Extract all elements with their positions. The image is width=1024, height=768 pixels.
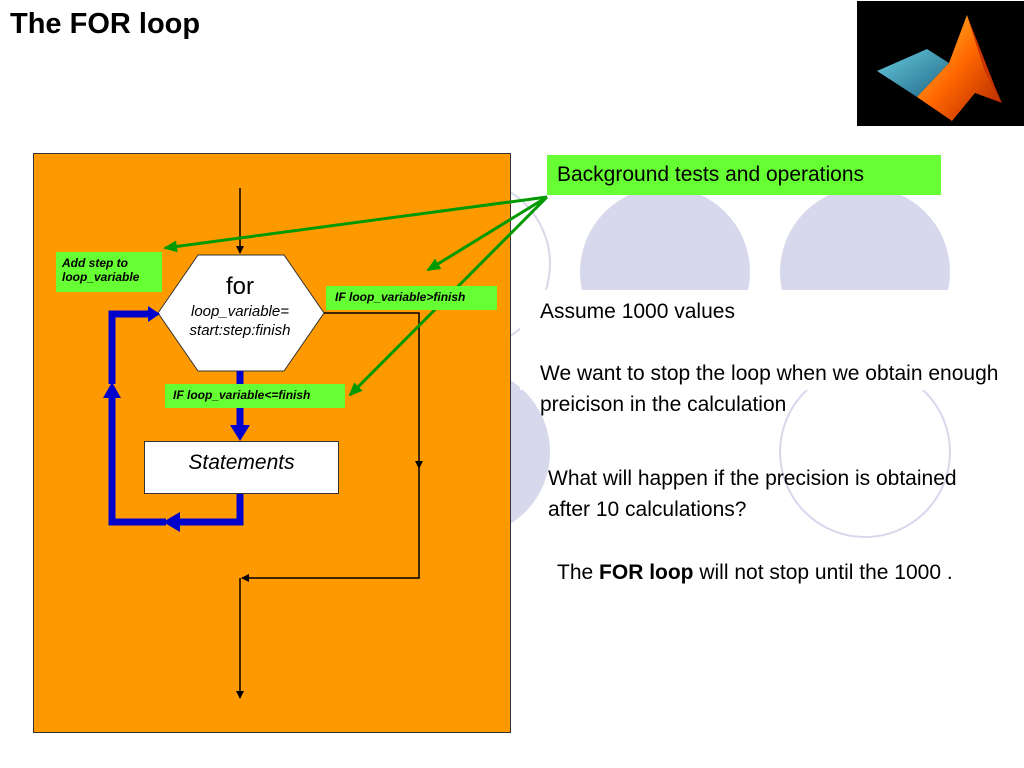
loop-path: [103, 306, 250, 532]
assume-text: Assume 1000 values: [540, 300, 735, 323]
for-range-line2: start:step:finish: [189, 322, 291, 339]
matlab-membrane-logo-icon: [877, 15, 1002, 121]
question-text: What will happen if the precision is obt…: [548, 467, 957, 521]
loop-bottom-segment: [178, 494, 244, 526]
callout-arrow-exit: [426, 195, 548, 272]
decor-mask: [520, 290, 1024, 390]
callout-arrow-add-step: [163, 195, 548, 253]
loop-arrowhead-down: [230, 425, 250, 441]
loop-arrowhead-right: [148, 306, 160, 322]
exit-arrow-left: [241, 468, 420, 582]
exit-arrow-down: [324, 312, 423, 469]
statements-box: Statements: [144, 441, 339, 494]
background-tests-callout: Background tests and operations: [547, 155, 941, 195]
stop-loop-text: We want to stop the loop when we obtain …: [540, 362, 999, 416]
for-keyword: for: [225, 273, 254, 300]
loop-top-segment: [108, 310, 150, 384]
for-range-line1: loop_variable=: [191, 303, 289, 320]
answer-suffix: will not stop until the 1000 .: [693, 561, 953, 584]
continue-condition-label: IF loop_variable<=finish: [165, 384, 345, 408]
loop-left-segment: [108, 398, 166, 526]
exit-condition-label: IF loop_variable>finish: [326, 286, 497, 310]
for-hexagon-text: for loop_variable= start:step:finish: [160, 272, 320, 340]
loop-arrowhead-left: [163, 512, 180, 532]
matlab-logo: [857, 1, 1024, 126]
answer-text: The FOR loop will not stop until the 100…: [557, 557, 997, 588]
answer-prefix: The: [557, 561, 600, 584]
loop-arrowhead-up: [103, 382, 121, 398]
add-step-label: Add step to loop_variable: [56, 252, 162, 292]
slide-title: The FOR loop: [10, 8, 201, 40]
answer-bold: FOR loop: [599, 561, 694, 584]
